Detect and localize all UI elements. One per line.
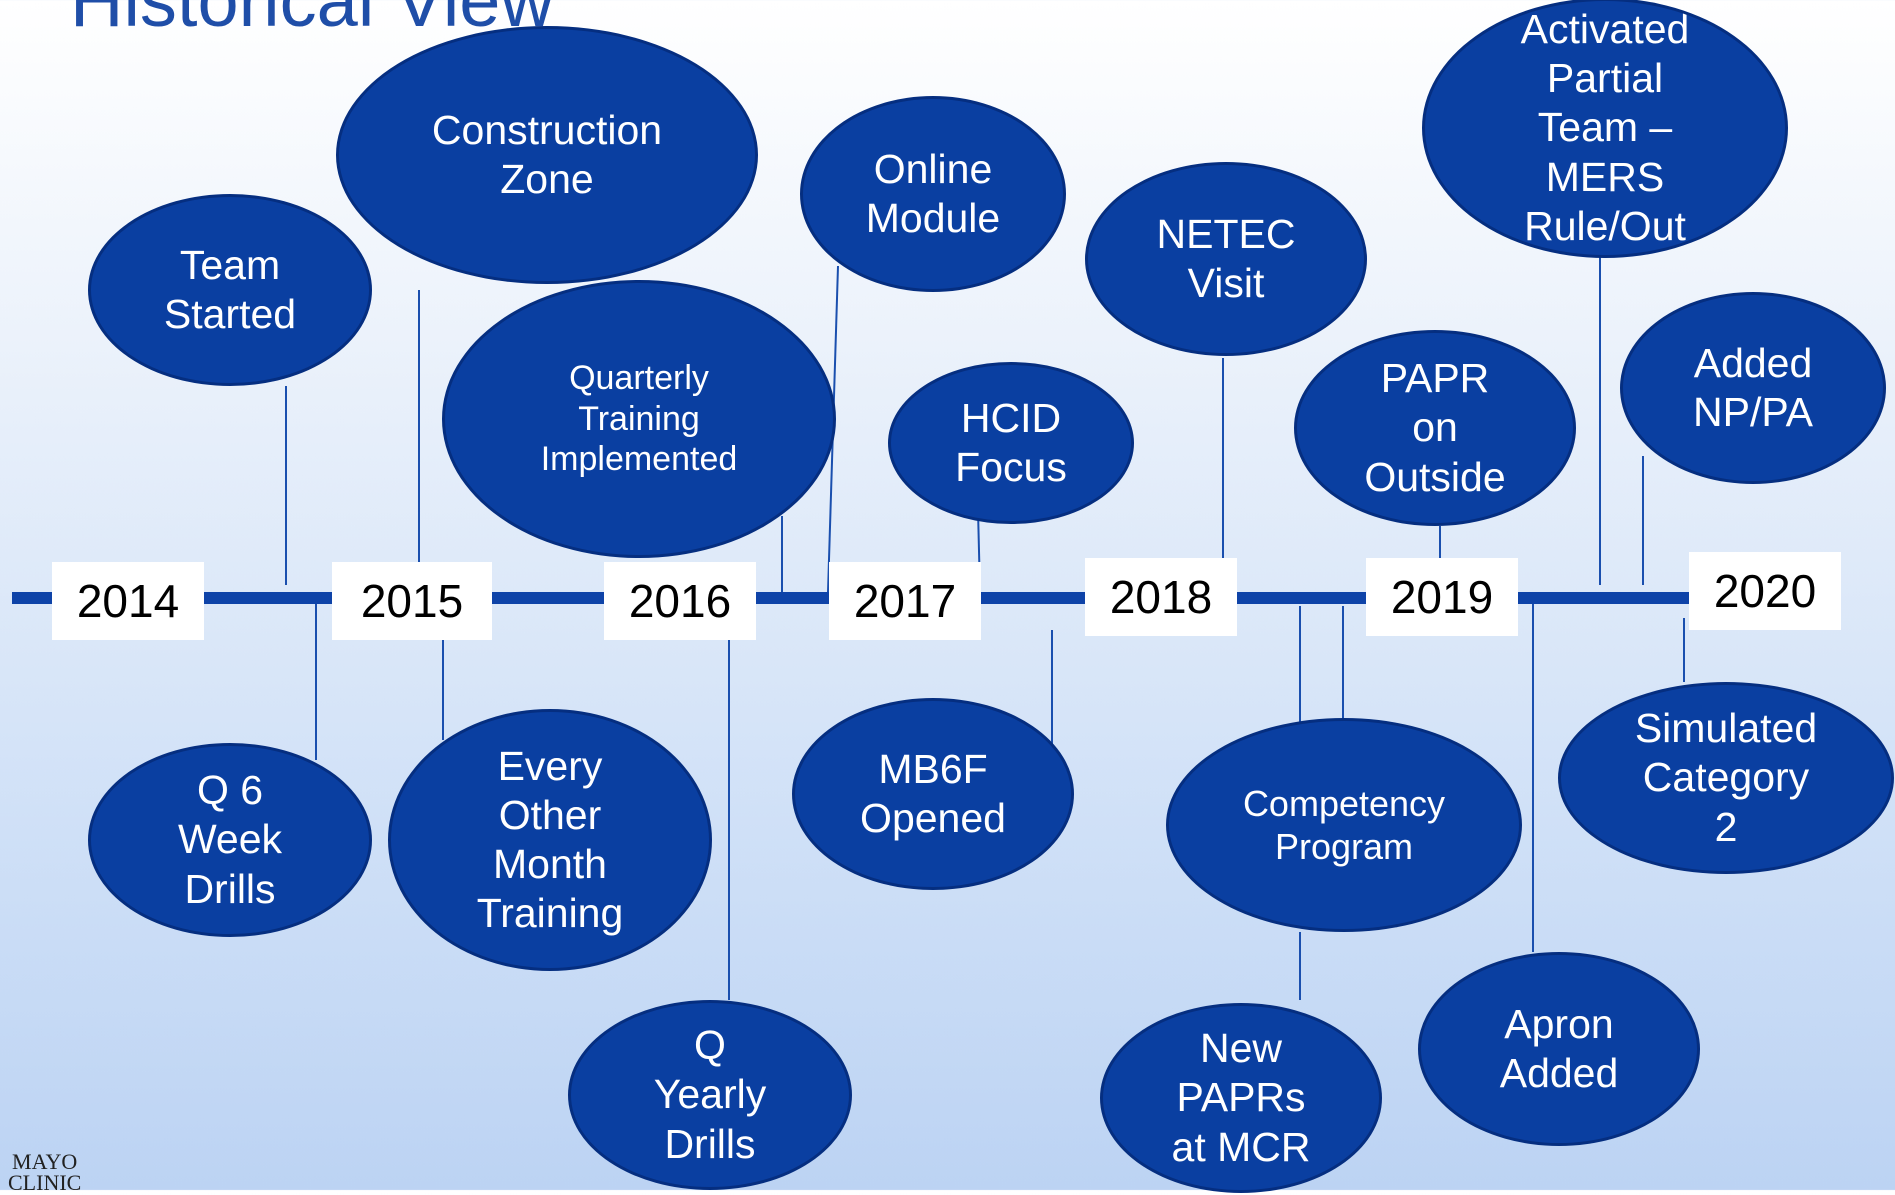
- event-bubble-q-yearly-drills: Q Yearly Drills: [568, 1000, 852, 1190]
- event-label: Quarterly Training Implemented: [540, 358, 738, 479]
- year-label-2014: 2014: [52, 562, 204, 640]
- event-label: Online Module: [865, 145, 1001, 241]
- event-label: HCID Focus: [955, 394, 1067, 490]
- event-bubble-simulated-category-2: Simulated Category 2: [1558, 682, 1894, 874]
- event-label: Activated Partial Team – MERS Rule/Out: [1520, 6, 1690, 249]
- logo-line-1: MAYO: [12, 1149, 78, 1174]
- event-bubble-papr-on-outside: PAPR on Outside: [1294, 330, 1576, 526]
- year-label-2020: 2020: [1689, 552, 1841, 630]
- mayo-clinic-logo: MAYO CLINIC: [8, 1149, 82, 1195]
- event-label: PAPR on Outside: [1364, 355, 1506, 500]
- event-bubble-online-module: Online Module: [800, 96, 1066, 292]
- event-bubble-new-paprs-at-mcr: New PAPRs at MCR: [1100, 1003, 1382, 1193]
- year-label-2016: 2016: [604, 562, 756, 640]
- event-bubble-construction-zone: Construction Zone: [336, 26, 758, 284]
- event-bubble-quarterly-training-implemented: Quarterly Training Implemented: [442, 280, 836, 558]
- year-label-2019: 2019: [1366, 558, 1518, 636]
- event-label: Q Yearly Drills: [653, 1022, 767, 1167]
- event-label: Simulated Category 2: [1634, 705, 1818, 850]
- event-label: Added NP/PA: [1693, 339, 1813, 435]
- logo-line-2: CLINIC: [8, 1169, 82, 1195]
- event-label: New PAPRs at MCR: [1171, 1025, 1311, 1170]
- event-label: Competency Program: [1242, 782, 1446, 867]
- event-bubble-every-other-month-training: Every Other Month Training: [388, 709, 712, 971]
- event-label: NETEC Visit: [1156, 210, 1296, 306]
- event-bubble-activated-partial-team-mers-rule-out: Activated Partial Team – MERS Rule/Out: [1422, 0, 1788, 258]
- event-bubble-competency-program: Competency Program: [1166, 718, 1522, 932]
- event-bubble-hcid-focus: HCID Focus: [888, 362, 1134, 524]
- event-bubble-q-6-week-drills: Q 6 Week Drills: [88, 743, 372, 937]
- event-label: Apron Added: [1499, 1000, 1619, 1096]
- event-bubble-team-started: Team Started: [88, 194, 372, 386]
- year-label-2015: 2015: [332, 562, 492, 640]
- event-bubble-added-np-pa: Added NP/PA: [1620, 292, 1886, 484]
- event-label: Q 6 Week Drills: [177, 767, 283, 912]
- event-label: MB6F Opened: [860, 745, 1006, 841]
- year-label-2018: 2018: [1085, 558, 1237, 636]
- event-label: Every Other Month Training: [476, 742, 624, 937]
- event-bubble-mb6f-opened: MB6F Opened: [792, 698, 1074, 890]
- event-label: Team Started: [163, 241, 297, 337]
- event-bubble-netec-visit: NETEC Visit: [1085, 162, 1367, 356]
- year-label-2017: 2017: [829, 562, 981, 640]
- event-label: Construction Zone: [431, 106, 663, 202]
- event-bubble-apron-added: Apron Added: [1418, 952, 1700, 1146]
